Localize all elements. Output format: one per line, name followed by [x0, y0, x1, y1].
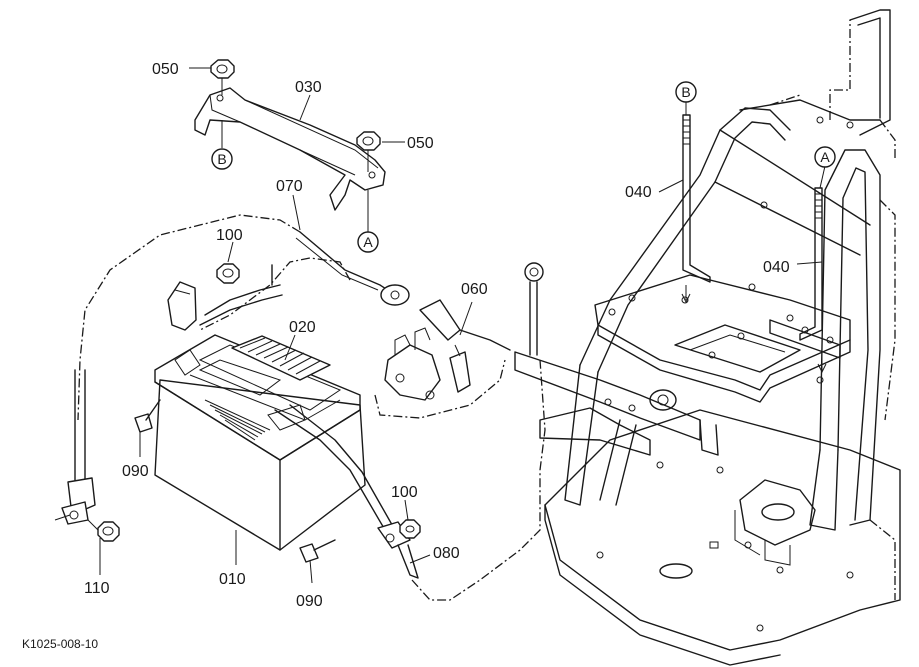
- ref-a-bracket-label: A: [363, 234, 373, 250]
- callout-030: 030: [295, 79, 322, 96]
- callout-020: 020: [289, 319, 316, 336]
- cable-070-loop: [199, 257, 351, 331]
- ground-terminal: [524, 262, 544, 282]
- solenoid-060: [384, 299, 511, 401]
- bolt-040-right: [799, 187, 823, 341]
- terminal-cover: [167, 281, 197, 331]
- callout-050-top: 050: [152, 61, 179, 78]
- nut-050-right: [356, 131, 381, 172]
- bracket-030: [194, 87, 386, 211]
- cable-080-dashed: [411, 359, 546, 601]
- bolt-040-left-arrowhead: [681, 293, 691, 304]
- bolt-090-left: [134, 399, 161, 433]
- cable-060-dashed: [374, 359, 506, 419]
- cable-070: [77, 214, 301, 421]
- callout-080: 080: [433, 545, 460, 562]
- ref-b-bracket-label: B: [217, 151, 226, 167]
- callout-070: 070: [276, 178, 303, 195]
- bolt-040-left: [682, 114, 711, 283]
- bolt-040-right-arrowhead: [817, 363, 827, 374]
- cable-080-lead: [274, 409, 386, 531]
- nut-100-right: [399, 519, 421, 539]
- ref-b-frame: B: [675, 81, 697, 103]
- callout-010: 010: [219, 571, 246, 588]
- callout-040-left: 040: [625, 184, 652, 201]
- ref-b-bracket: B: [211, 148, 233, 170]
- frame-assembly: [514, 9, 901, 666]
- ref-a-frame-label: A: [820, 149, 830, 165]
- nut-100-top: [216, 263, 240, 284]
- cable-070-lower: [74, 369, 86, 481]
- nut-110: [87, 519, 120, 542]
- cable-positive-lead: [204, 284, 281, 316]
- callout-100-right: 100: [391, 484, 418, 501]
- callout-110: 110: [84, 580, 110, 597]
- callout-090-bottom: 090: [296, 593, 323, 610]
- battery-label-020: [231, 335, 331, 381]
- cable-070-terminal: [380, 284, 410, 306]
- callout-100-top: 100: [216, 227, 243, 244]
- ground-cable: [529, 281, 538, 356]
- callout-090-left: 090: [122, 463, 149, 480]
- doc-id: K1025-008-10: [22, 637, 98, 651]
- bolt-090-bottom: [299, 539, 336, 563]
- battery-010: [154, 334, 366, 551]
- callout-040-right: 040: [763, 259, 790, 276]
- callout-060: 060: [461, 281, 488, 298]
- callout-050-right: 050: [407, 135, 434, 152]
- nut-050-top: [210, 59, 235, 95]
- ref-a-frame: A: [814, 146, 836, 168]
- leader-lines: [99, 67, 826, 584]
- ref-a-bracket: A: [357, 231, 379, 253]
- ref-b-frame-label: B: [681, 84, 690, 100]
